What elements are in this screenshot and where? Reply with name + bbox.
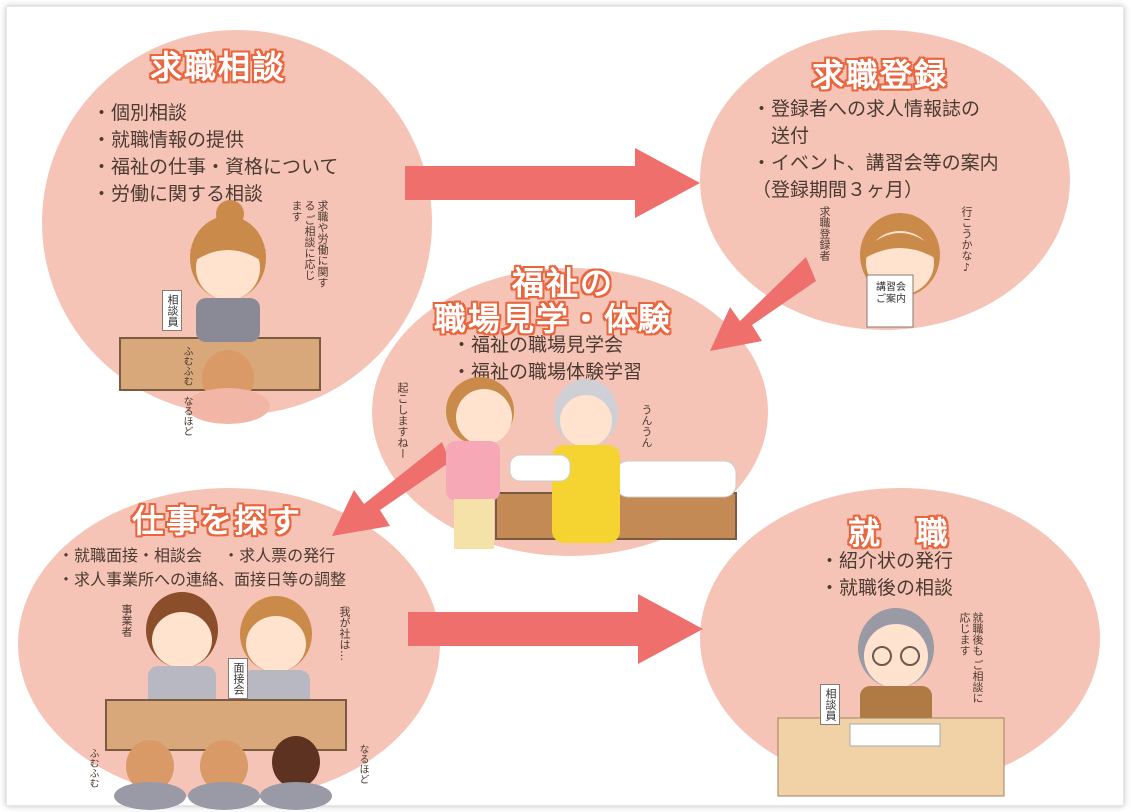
visit-speech-left: 起こしますねー xyxy=(396,382,409,459)
consult-item: ・個別相談 xyxy=(92,102,188,124)
register-title: 求職登録 xyxy=(812,56,949,94)
visit-title-line2: 職場見学・体験 xyxy=(434,300,673,338)
visit-title-line1: 福祉の xyxy=(512,264,615,302)
register-item: ・登録者への求人情報誌の xyxy=(752,98,981,120)
employ-sign: 相談員 xyxy=(820,684,840,725)
consult-item: ・労働に関する相談 xyxy=(92,183,264,205)
employ-speech: 就職後も ご相談に応じます xyxy=(958,612,984,704)
consult-item: ・福祉の仕事・資格について xyxy=(92,156,339,178)
visit-item: ・福祉の職場体験学習 xyxy=(452,361,643,383)
consult-counselor-illustration xyxy=(119,200,321,424)
register-label: 求職登録者 xyxy=(818,206,831,261)
search-interview-illustration xyxy=(105,592,347,810)
register-leaflet: 講習会 ご案内 xyxy=(876,282,906,305)
visit-items: ・福祉の職場見学会 ・福祉の職場体験学習 xyxy=(452,332,642,386)
visit-speech-right: うんうん xyxy=(640,404,653,448)
register-item: ・イベント、講習会等の案内 xyxy=(752,152,999,174)
employ-item: ・紹介状の発行 xyxy=(820,550,954,572)
search-title: 仕事を探す xyxy=(132,502,303,540)
consult-sign: 相談員 xyxy=(162,290,182,331)
arrow-visit-to-search xyxy=(332,442,450,536)
consult-item: ・就職情報の提供 xyxy=(92,129,245,151)
search-sign: 面接会 xyxy=(228,658,248,699)
register-item: 送付 xyxy=(752,125,810,147)
register-items: ・登録者への求人情報誌の 送付 ・イベント、講習会等の案内 （登録期間３ヶ月） xyxy=(752,96,999,204)
employ-title: 就 職 xyxy=(848,514,951,552)
search-speech-right: 我が社は… xyxy=(338,606,351,661)
employ-item: ・就職後の相談 xyxy=(820,577,954,599)
visit-item: ・福祉の職場見学会 xyxy=(452,334,624,356)
search-item: ・就職面接・相談会 ・求人票の発行 xyxy=(58,546,336,565)
search-items: ・就職面接・相談会 ・求人票の発行 ・求人事業所への連絡、面接日等の調整 xyxy=(58,544,346,592)
consult-speech: 求職や労働に関する ご相談に応じます xyxy=(290,200,329,288)
consult-title: 求職相談 xyxy=(150,48,287,86)
search-reaction-left: ふむふむ xyxy=(87,748,98,788)
consult-reaction: ふむふむ なるほど xyxy=(181,346,192,436)
employ-counselor-illustration xyxy=(777,608,1005,797)
arrow-register-to-visit xyxy=(710,257,816,351)
arrow-consult-to-register xyxy=(405,148,700,218)
consult-items: ・個別相談 ・就職情報の提供 ・福祉の仕事・資格について ・労働に関する相談 xyxy=(92,100,338,208)
search-label-left: 事業者 xyxy=(120,604,133,637)
employ-items: ・紹介状の発行 ・就職後の相談 xyxy=(820,548,953,602)
visit-care-illustration xyxy=(446,377,737,549)
register-person-illustration xyxy=(860,213,940,328)
search-item: ・求人事業所への連絡、面接日等の調整 xyxy=(58,570,347,589)
register-item: （登録期間３ヶ月） xyxy=(752,179,924,201)
arrow-search-to-employ xyxy=(408,594,703,664)
search-reaction-right: なるほど xyxy=(357,744,368,784)
register-speech: 行こうかな♪ xyxy=(960,206,973,274)
